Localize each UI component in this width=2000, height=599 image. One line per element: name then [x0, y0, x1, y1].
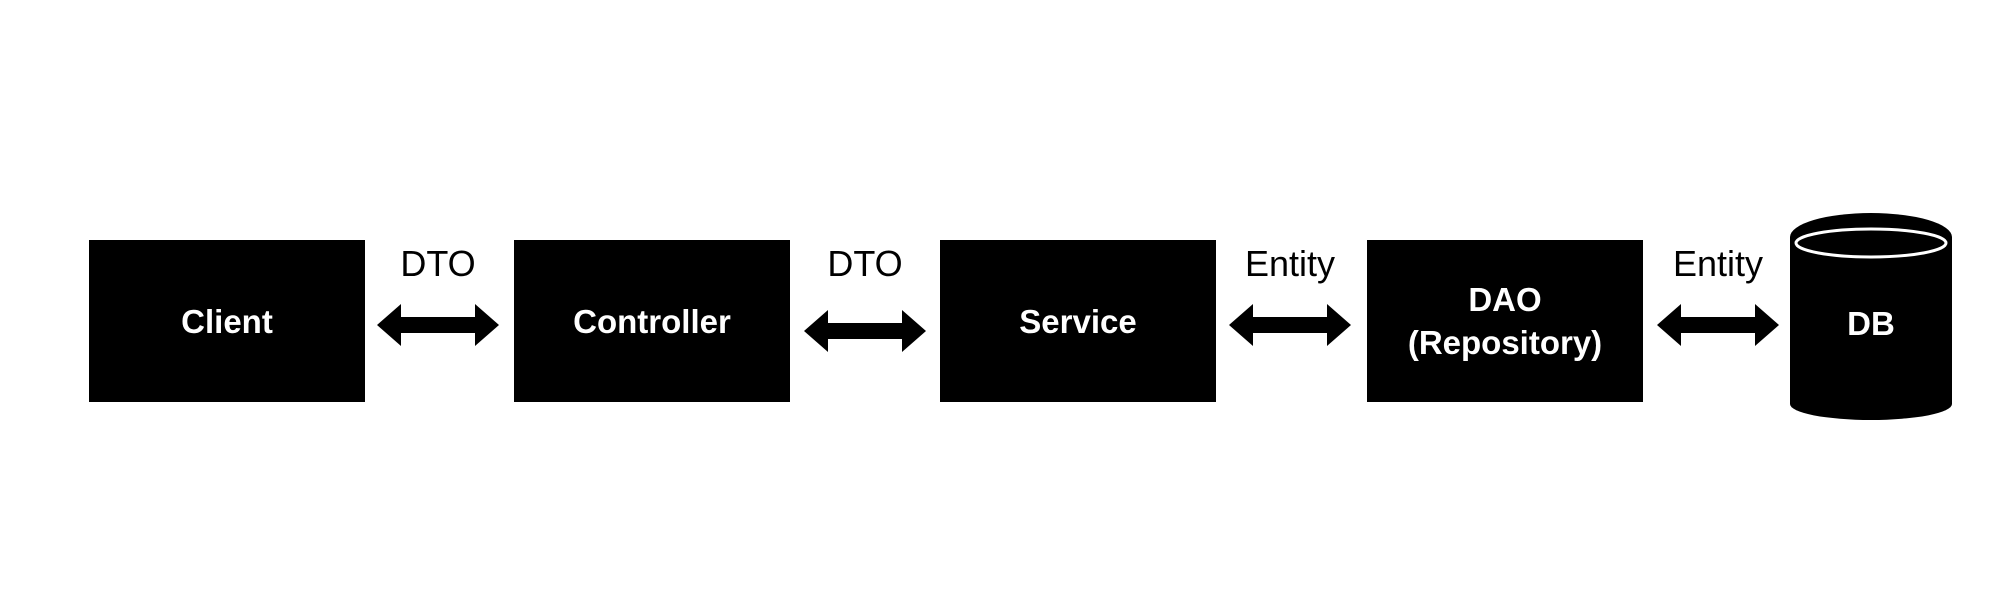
dao-db-connector: Entity [1657, 244, 1779, 349]
controller-label: Controller [573, 302, 731, 340]
client-controller-edge-label: DTO [400, 243, 476, 284]
service-dao-connector: Entity [1229, 244, 1351, 349]
double-arrow-icon [1229, 304, 1351, 346]
service-node: Service [940, 240, 1216, 402]
controller-service-connector: DTO [804, 243, 926, 352]
dao-db-edge-label: Entity [1672, 243, 1764, 284]
client-label: Client [181, 302, 273, 340]
double-arrow-icon [804, 310, 926, 352]
service-label: Service [1019, 302, 1137, 340]
database-cylinder-icon [1790, 213, 1952, 420]
client-controller-connector: DTO [377, 244, 499, 349]
db-label: DB [1847, 305, 1895, 342]
service-dao-edge-label: Entity [1244, 243, 1336, 284]
dao-node: DAO (Repository) [1367, 240, 1643, 402]
db-node: DB [1788, 210, 1954, 432]
repository-label: (Repository) [1407, 324, 1603, 361]
controller-node: Controller [514, 240, 790, 402]
double-arrow-icon [377, 304, 499, 346]
controller-service-edge-label: DTO [827, 243, 903, 284]
client-node: Client [89, 240, 365, 402]
double-arrow-icon [1657, 304, 1779, 346]
dao-label: DAO [1468, 281, 1542, 318]
